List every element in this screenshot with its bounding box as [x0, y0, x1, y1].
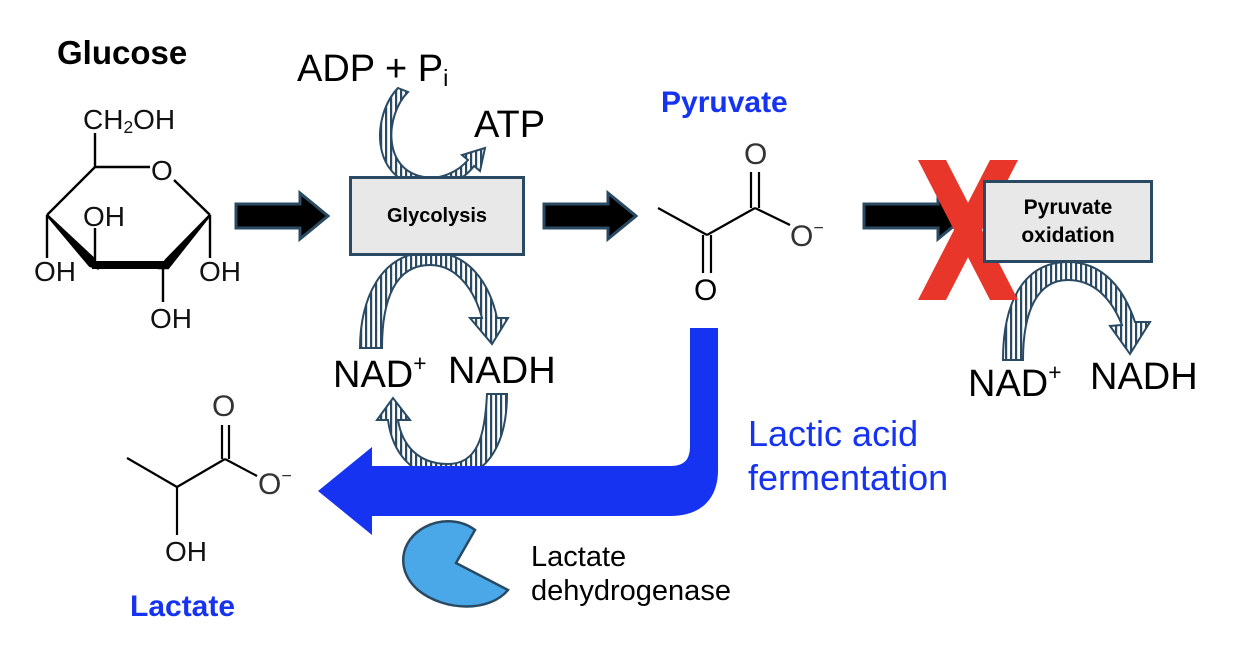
nad-superscript: +	[413, 350, 427, 377]
glucose-oh-2: OH	[150, 303, 192, 334]
fermentation-arrow	[318, 328, 718, 535]
o-text: O	[790, 220, 814, 253]
pyruvate-oxidation-line1: Pyruvate	[1023, 196, 1113, 220]
nad-superscript: +	[1048, 359, 1062, 386]
pyruvate-label: Pyruvate	[661, 86, 788, 119]
fermentation-line2: fermentation	[748, 456, 949, 498]
pyruvate-keto-o: O	[694, 274, 718, 307]
glycolysis-box: Glycolysis	[349, 176, 525, 256]
pyruvate-structure	[657, 172, 791, 273]
fermentation-line1: Lactic acid	[748, 413, 919, 454]
glucose-label: Glucose	[57, 34, 188, 71]
lactate-carbonyl-o: O	[212, 390, 236, 423]
lactate-carboxylate-o: O−	[258, 466, 292, 501]
pyruvate-carboxylate-o: O−	[790, 218, 824, 253]
minus-superscript: −	[281, 465, 292, 486]
adp-pi-label: ADP + Pi	[297, 48, 449, 92]
ch-text: CH	[83, 104, 124, 135]
oxidation-nad-label: NAD+	[968, 361, 1062, 405]
oxidation-nadh-label: NADH	[1090, 356, 1198, 398]
enzyme-line1: Lactate	[531, 541, 627, 573]
glucose-oh-4: OH	[34, 256, 76, 287]
glucose-ch2oh: CH2OH	[83, 104, 176, 137]
glycolysis-nad-label: NAD+	[333, 352, 427, 396]
nad-to-nadh-arc	[358, 250, 510, 349]
adp-text: ADP + P	[297, 48, 444, 90]
glucose-oh-1: OH	[199, 256, 241, 287]
pyruvate-oxidation-line2: oxidation	[1021, 223, 1115, 247]
pyruvate-carbonyl-o: O	[744, 138, 768, 171]
atp-label: ATP	[474, 104, 546, 146]
lactate-structure	[126, 425, 258, 535]
ch2-subscript: 2	[123, 116, 134, 137]
lactate-oh: OH	[165, 536, 207, 567]
glucose-oh-3: OH	[83, 201, 125, 232]
glucose-structure	[45, 133, 212, 302]
glucose-ring-oxygen: O	[151, 155, 173, 186]
nad-text: NAD	[333, 354, 414, 396]
enzyme-label: Lactate dehydrogenase	[531, 540, 731, 608]
glycolysis-nadh-label: NADH	[448, 350, 556, 392]
nad-text: NAD	[968, 363, 1049, 405]
pi-subscript: i	[443, 65, 449, 92]
arrow-glucose-to-glycolysis	[234, 189, 331, 243]
o-text: O	[258, 468, 282, 501]
arrow-glycolysis-to-pyruvate	[542, 189, 639, 243]
minus-superscript: −	[813, 217, 824, 238]
oh-text: OH	[133, 104, 176, 135]
fermentation-label: Lactic acid fermentation	[748, 412, 948, 500]
atp-curved-arrow	[379, 86, 487, 188]
lactate-label: Lactate	[130, 590, 236, 623]
nadh-to-nad-arc	[375, 393, 509, 480]
lactate-dehydrogenase-icon	[402, 520, 510, 608]
enzyme-line2: dehydrogenase	[531, 575, 731, 608]
arrow-pyruvate-to-oxidation	[862, 189, 969, 243]
pyruvate-oxidation-box: Pyruvate oxidation	[983, 180, 1153, 263]
oxidation-nad-nadh-arc	[1001, 260, 1152, 361]
